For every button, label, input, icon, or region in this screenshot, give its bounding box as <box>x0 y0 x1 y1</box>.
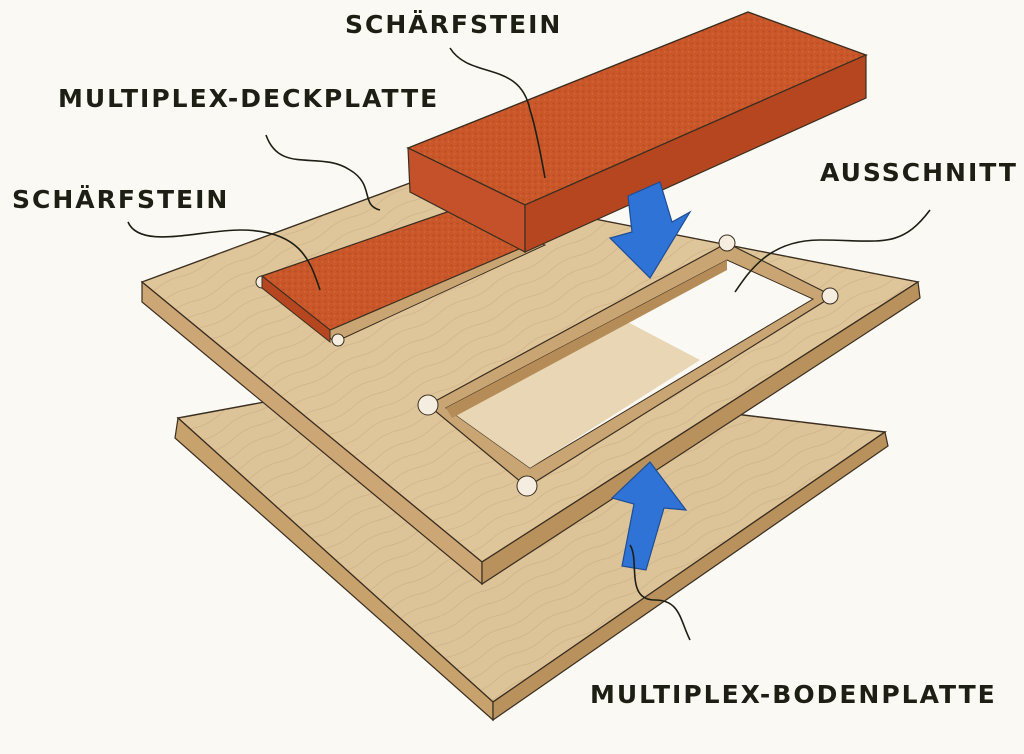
label-sharpening-stone-top: SCHÄRFSTEIN <box>345 10 563 39</box>
leader-line-stone-left <box>127 221 321 291</box>
cutout-corner-hole <box>516 475 538 497</box>
leader-lines <box>127 47 931 641</box>
large-stone-side <box>524 54 867 253</box>
cutout-inner-edge <box>446 260 727 418</box>
label-base-plate: MULTIPLEX-BODENPLATTE <box>590 680 997 709</box>
cutout-corner-hole <box>718 234 736 252</box>
label-sharpening-stone-left: SCHÄRFSTEIN <box>12 185 230 214</box>
cover-plate <box>140 182 921 586</box>
arrow-up-icon <box>610 461 688 571</box>
leader-line-stone-top <box>449 47 546 179</box>
small-stone-side <box>261 274 331 344</box>
arrow-down-icon <box>608 181 692 279</box>
label-cover-plate: MULTIPLEX-DECKPLATTE <box>58 84 440 113</box>
sharpening-stone-small <box>260 203 542 344</box>
cutout-corner-hole <box>417 394 439 416</box>
leader-line-cover-plate <box>265 134 381 211</box>
leader-line-cutout <box>734 209 931 293</box>
label-cutout: AUSSCHNITT <box>820 158 1018 187</box>
sharpening-stone-large <box>406 11 868 253</box>
cutout-visible-base <box>446 318 700 468</box>
leader-line-base-plate <box>629 544 691 641</box>
recess-corner-hole <box>331 333 345 347</box>
cover-plate-edge-right <box>481 280 921 586</box>
cutout-corner-hole <box>821 287 839 305</box>
base-plate-edge-right <box>492 430 889 722</box>
